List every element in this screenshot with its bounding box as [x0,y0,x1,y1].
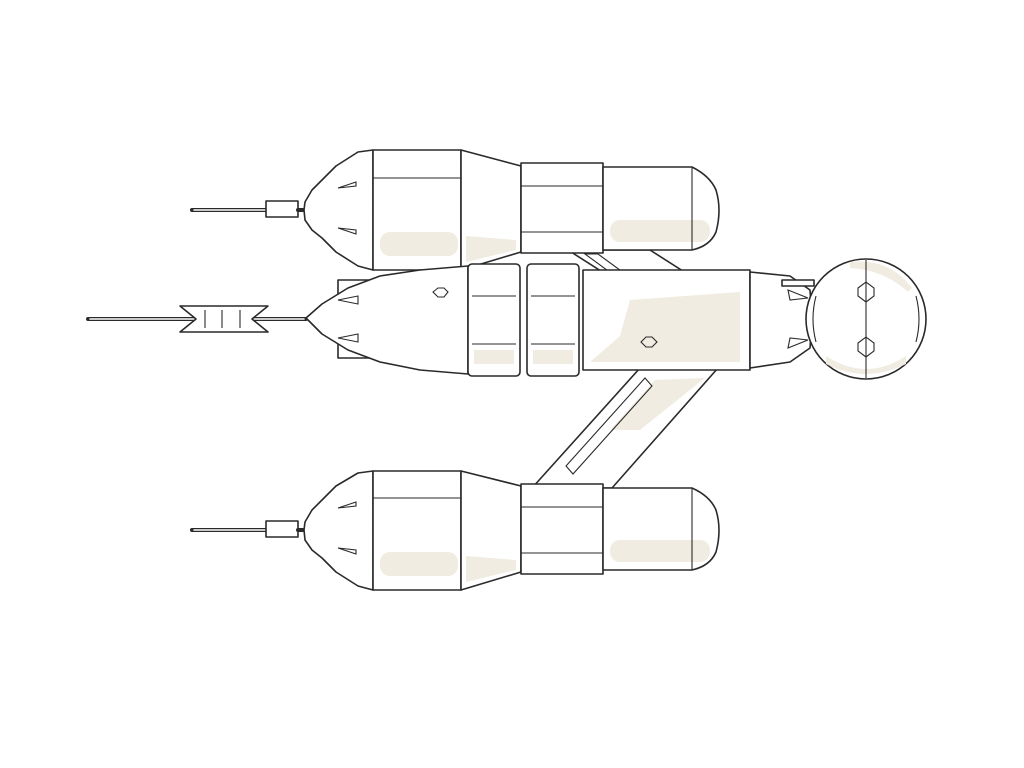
lower-pylon [531,367,719,489]
upper-nacelle-mid-section [520,162,604,254]
main-hull-antenna-fin [179,305,269,333]
upper-nacelle [190,149,720,271]
main-hull-ring-2 [526,263,580,377]
main-hull-starboard-window [640,336,658,348]
upper-nacelle-nose [303,149,374,271]
main-hull [86,263,815,377]
lower-nacelle [190,470,720,591]
upper-nacelle-rod-collar [265,200,299,218]
lower-nacelle-nose [303,470,374,591]
sensor-sphere-upper-node [857,281,875,303]
main-hull-nose [305,265,469,375]
sensor-sphere-lower-node [857,336,875,358]
lower-nacelle-mid-section [520,483,604,575]
lower-nacelle-rod-collar [265,520,299,538]
main-hull-port-window [432,287,449,298]
main-hull-ring-1 [467,263,521,377]
sensor-sphere [805,258,927,380]
